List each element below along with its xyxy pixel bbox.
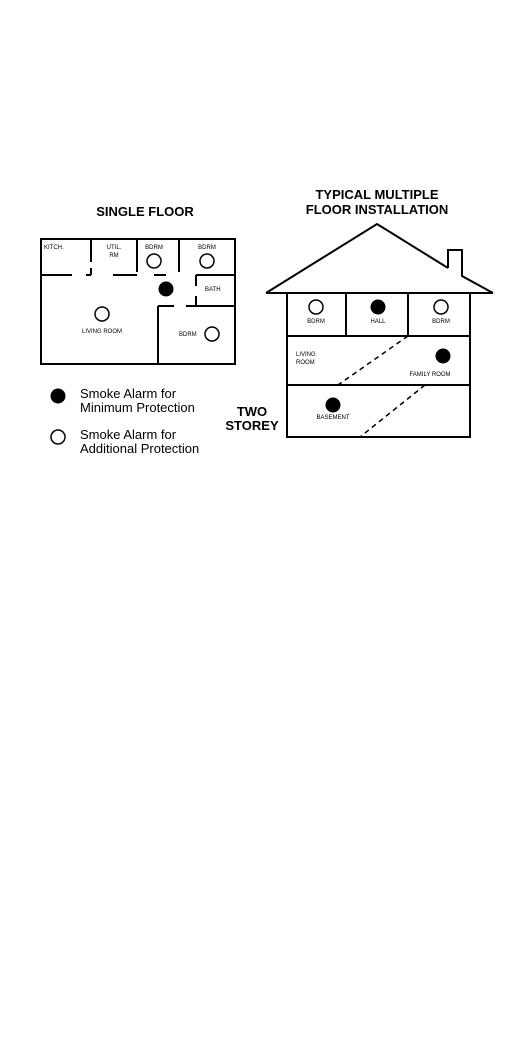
two-storey-label-line2: STOREY: [225, 418, 279, 433]
room-label-family-room: FAMILY ROOM: [409, 372, 450, 378]
room-label-bdrm-3: BDRM: [179, 332, 197, 338]
room-label-living-room: LIVING ROOM: [82, 329, 122, 335]
room-label-living: LIVING: [296, 352, 316, 358]
legend-minimum-icon: [50, 388, 66, 404]
alarm-additional-bdrm-right: [433, 299, 449, 315]
room-label-util-rm: RM: [109, 253, 118, 259]
legend-minimum-line1: Smoke Alarm for: [80, 386, 177, 401]
room-label-bdrm-right: BDRM: [432, 319, 450, 325]
single-floor-plan: [40, 238, 236, 365]
alarm-additional-living-room: [94, 306, 110, 322]
room-label-basement: BASEMENT: [316, 415, 349, 421]
alarm-additional-bdrm-left: [308, 299, 324, 315]
two-storey-label-line1: TWO: [237, 404, 267, 419]
house-body: [286, 292, 471, 438]
alarm-minimum-hall: [158, 281, 174, 297]
legend-minimum-line2: Minimum Protection: [80, 400, 195, 415]
single-floor-title: SINGLE FLOOR: [96, 204, 194, 219]
stairs: [337, 335, 426, 438]
multi-floor-title-line2: FLOOR INSTALLATION: [306, 202, 449, 217]
legend-additional-icon: [50, 429, 66, 445]
stairs-upper: [337, 335, 409, 386]
room-label-bdrm-left: BDRM: [307, 319, 325, 325]
room-label-bath: BATH: [205, 287, 221, 293]
alarm-minimum-basement: [325, 397, 341, 413]
multi-floor-title-line1: TYPICAL MULTIPLE: [315, 187, 438, 202]
room-label-bdrm-1: BDRM: [145, 245, 163, 251]
stairs-lower: [359, 384, 426, 438]
room-label-living-room-2: ROOM: [296, 360, 315, 366]
alarm-additional-bdrm-1: [146, 253, 162, 269]
legend-additional-line2: Additional Protection: [80, 441, 199, 456]
alarm-minimum-hall-upper: [370, 299, 386, 315]
house-roof-left: [265, 222, 449, 294]
alarm-additional-bdrm-2: [199, 253, 215, 269]
house-outline: [265, 222, 494, 438]
room-label-hall: HALL: [370, 319, 386, 325]
room-label-kitchen: KITCH.: [44, 245, 64, 251]
house-roof-chimney: [447, 249, 494, 294]
room-label-util: UTIL.: [107, 245, 122, 251]
room-label-bdrm-2: BDRM: [198, 245, 216, 251]
alarm-additional-bdrm-3: [204, 326, 220, 342]
legend-additional-line1: Smoke Alarm for: [80, 427, 177, 442]
alarm-minimum-family-room: [435, 348, 451, 364]
